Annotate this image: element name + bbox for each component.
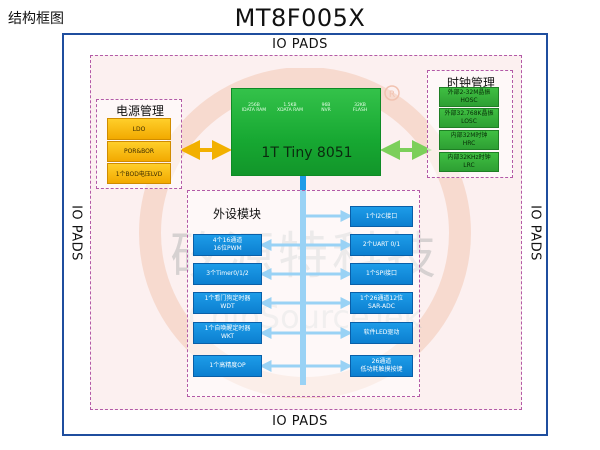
- page-label: 结构框图: [8, 11, 64, 27]
- mcu-core: 256B IDATA RAM 1.5KB XDATA RAM 96B NVR 3…: [231, 88, 381, 176]
- peripheral-wdt: 1个看门狗定时器 WDT: [193, 292, 262, 314]
- peripheral-spi: 1个SPI接口: [350, 263, 413, 285]
- clock-block-hrc: 内部32M时钟 HRC: [439, 130, 499, 150]
- peripheral-op: 1个高精度OP: [193, 355, 262, 377]
- power-management-title: 电源管理: [115, 104, 164, 118]
- core-memory-nvr: 96B NVR: [321, 103, 331, 113]
- io-pads-top: IO PADS: [272, 37, 328, 52]
- peripheral-i2c: 1个I2C接口: [350, 206, 413, 227]
- peripheral-wkt: 1个自唤醒定时器 WKT: [193, 322, 262, 344]
- peripherals-title: 外设模块: [213, 207, 262, 221]
- io-pads-bottom: IO PADS: [272, 414, 328, 429]
- chip-title: MT8F005X: [234, 4, 366, 32]
- clock-block-losc: 外部32.768K晶振 LOSC: [439, 108, 499, 128]
- clock-block-lrc: 内部32KHz时钟 LRC: [439, 152, 499, 172]
- registered-mark: [384, 85, 400, 101]
- core-memory-idata: 256B IDATA RAM: [241, 103, 267, 113]
- core-memory-flash: 32KB FLASH: [352, 103, 368, 113]
- registered-mark-glyph: R: [389, 90, 395, 100]
- power-block-ldo: LDO: [107, 118, 171, 140]
- peripheral-adc: 1个26通道12位 SAR-ADC: [350, 292, 413, 314]
- peripheral-touch: 26通道 低功耗触摸按键: [350, 355, 413, 377]
- power-block-por-bor: POR&BOR: [107, 141, 171, 162]
- peripheral-timer: 3个Timer0/1/2: [193, 263, 262, 285]
- clock-management-title: 时钟管理: [446, 76, 495, 90]
- peripheral-uart: 2个UART 0/1: [350, 234, 413, 256]
- peripheral-pwm: 4个16通道 16位PWM: [193, 234, 262, 256]
- peripheral-led: 软件LED驱动: [350, 322, 413, 344]
- clock-block-hosc: 外部2-32M晶振 HOSC: [439, 87, 499, 107]
- core-name: 1T Tiny 8051: [261, 145, 353, 161]
- core-memory-xdata: 1.5KB XDATA RAM: [276, 103, 303, 113]
- power-block-lvd: 1个BOD电压LVD: [107, 163, 171, 184]
- chip-outline: [62, 33, 548, 436]
